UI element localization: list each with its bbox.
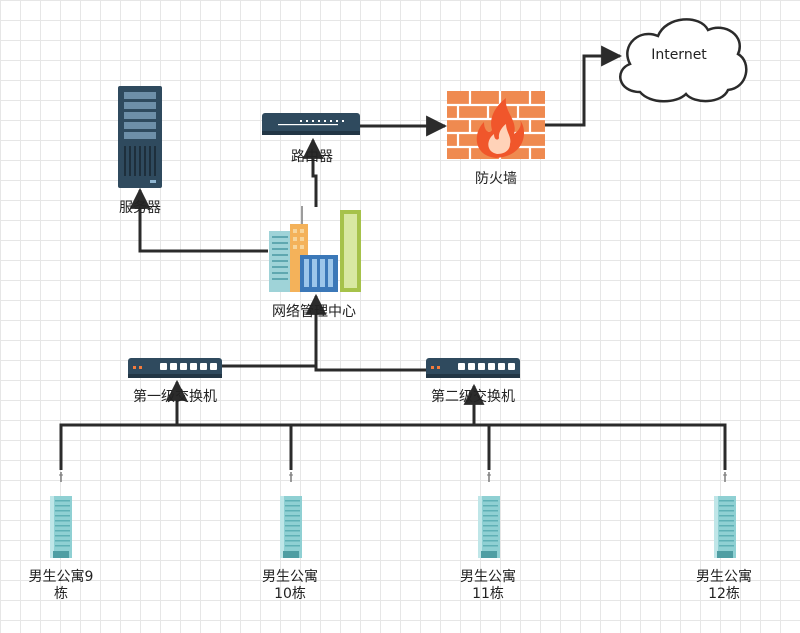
dorm12-label: 男生公寓 12栋 [696,569,752,603]
dorm9-label-line1: 男生公寓9 [28,569,94,585]
internet-label: Internet [651,47,707,63]
dorm11-label-line1: 男生公寓 [460,569,516,585]
dorm12-label-line1: 男生公寓 [696,569,752,585]
firewall-icon [447,91,545,159]
switch1-icon [128,358,222,378]
network-center-icon [269,206,361,292]
link-bus [59,423,727,470]
server-label: 服务器 [119,200,161,216]
internet-cloud-icon [619,18,748,103]
dorm11-label-line2: 11栋 [472,586,504,602]
link-switch2-center [314,366,426,372]
link-center-server [129,187,268,253]
connectors [59,45,727,470]
dorm10-label-line1: 男生公寓 [262,569,318,585]
dorm11-label: 男生公寓 11栋 [460,569,516,603]
dorm10-label-line2: 10栋 [274,586,306,602]
firewall-label: 防火墙 [475,171,517,187]
switch2-label: 第二级交换机 [431,389,515,405]
dorm11-building-icon [478,471,500,558]
network-center-label: 网络管理中心 [272,304,356,320]
dorm12-label-line2: 12栋 [708,586,740,602]
dorm12-building-icon [714,471,736,558]
server-icon [118,86,162,188]
link-center-router [302,137,324,207]
dorm9-building-icon [50,471,72,558]
dorm9-label: 男生公寓9 栋 [29,569,94,603]
switch1-label: 第一级交换机 [133,389,217,405]
switch2-icon [426,358,520,378]
dorm10-building-icon [280,471,302,558]
link-firewall-internet [545,45,623,127]
router-icon [262,113,360,135]
dorm10-label: 男生公寓 10栋 [262,569,318,603]
dorm9-label-line2: 栋 [53,586,68,602]
router-label: 路由器 [291,149,333,165]
